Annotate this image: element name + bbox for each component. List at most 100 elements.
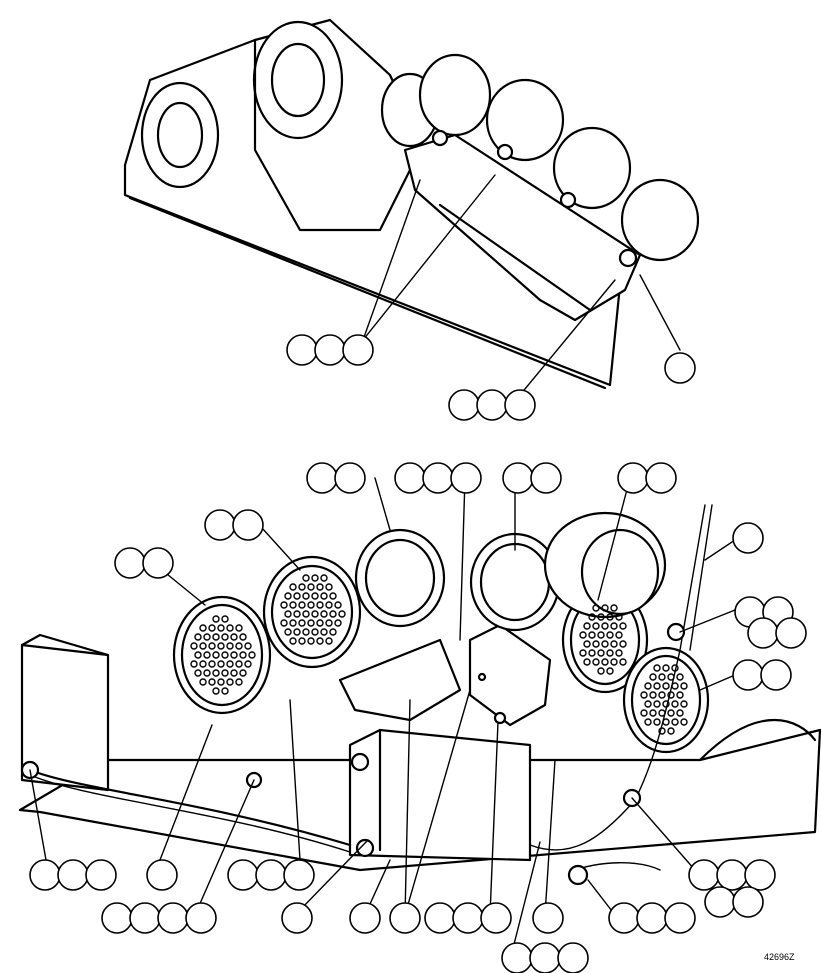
lens-dot [190,642,198,650]
lens-dot [658,727,666,735]
lens-dot [583,640,591,648]
lens-dot [583,658,591,666]
leader-lines [29,477,736,961]
lens-dot [610,658,618,666]
lens-dot [606,667,614,675]
lens-dot [212,633,220,641]
callout-bubble [394,462,426,494]
lens-dot [221,687,229,695]
lens-dot [194,651,202,659]
callout-bubble [286,334,318,366]
lens-dot [289,637,297,645]
lens-dot [676,709,684,717]
lens-dot [619,622,627,630]
lens-dot [329,592,337,600]
lens-dot [293,610,301,618]
lens-dot [671,718,679,726]
lens-dot [208,624,216,632]
lens-dot [293,592,301,600]
lens-dot [226,660,234,668]
lens-dot [235,678,243,686]
lens-dot [307,583,315,591]
callout-bubble [146,859,178,891]
lens-dot [601,640,609,648]
lens-dot [284,610,292,618]
lens-dot [649,691,657,699]
lens-dot [667,709,675,717]
lens-dot [329,610,337,618]
callout-bubble [157,902,189,934]
lens-dot [615,631,623,639]
lens-dot [320,628,328,636]
lens-dot [235,660,243,668]
lens-dot [658,691,666,699]
lens-dot [592,640,600,648]
lens-dot [316,583,324,591]
callout-bubble [314,334,346,366]
lens-dot [649,673,657,681]
lens-dot [676,691,684,699]
lens-dot [334,601,342,609]
lens-dot [298,619,306,627]
callout-bubble [422,462,454,494]
callout-bubble [424,902,456,934]
lens-dot [307,637,315,645]
lens-dot [601,622,609,630]
callout-bubble [129,902,161,934]
lens-dot [592,622,600,630]
lens-dot [298,583,306,591]
wire-harness [28,768,352,847]
callout-bubble [204,509,236,541]
lens-dot [579,631,587,639]
lens-dot [307,601,315,609]
lens-dot [203,651,211,659]
lens-dot [217,624,225,632]
lens-dot [579,649,587,657]
lens-dot [226,678,234,686]
lens-dot [653,700,661,708]
lens-dot [680,700,688,708]
callout-bubble [704,886,736,918]
callout-bubble [645,462,677,494]
lens-dot [235,624,243,632]
lens-dot [302,592,310,600]
lens-dot [653,664,661,672]
lens-dot [597,649,605,657]
callout-bubble [608,902,640,934]
lens-dot [199,624,207,632]
callout-bubble [185,902,217,934]
callout-bubble [448,389,480,421]
lower-view [18,477,821,961]
lens-dot [583,622,591,630]
lens-dot [280,619,288,627]
lens-dot [230,669,238,677]
lens-dot [606,649,614,657]
lens-dot [221,651,229,659]
lens-dot [325,637,333,645]
lens-dot [615,613,623,621]
lens-dot [649,709,657,717]
lens-dot [302,574,310,582]
lens-dot [212,687,220,695]
lens-dot [671,700,679,708]
lens-dot [311,592,319,600]
lens-dot [212,669,220,677]
lens-dot [338,610,346,618]
lens-dot [239,669,247,677]
lens-dot [302,628,310,636]
lens-dot [289,601,297,609]
drawing-id: 42696Z [764,952,795,962]
lens-dot [244,642,252,650]
callout-bubble [732,522,764,554]
lens-dot [644,700,652,708]
callout-bubble [664,352,696,384]
lens-dot [329,628,337,636]
lens-dot [244,660,252,668]
lens-dot [194,669,202,677]
lens-dot [311,628,319,636]
lens-dot [325,601,333,609]
lens-dot [316,637,324,645]
lens-dot [588,631,596,639]
lens-dot [676,673,684,681]
lens-dot [298,637,306,645]
